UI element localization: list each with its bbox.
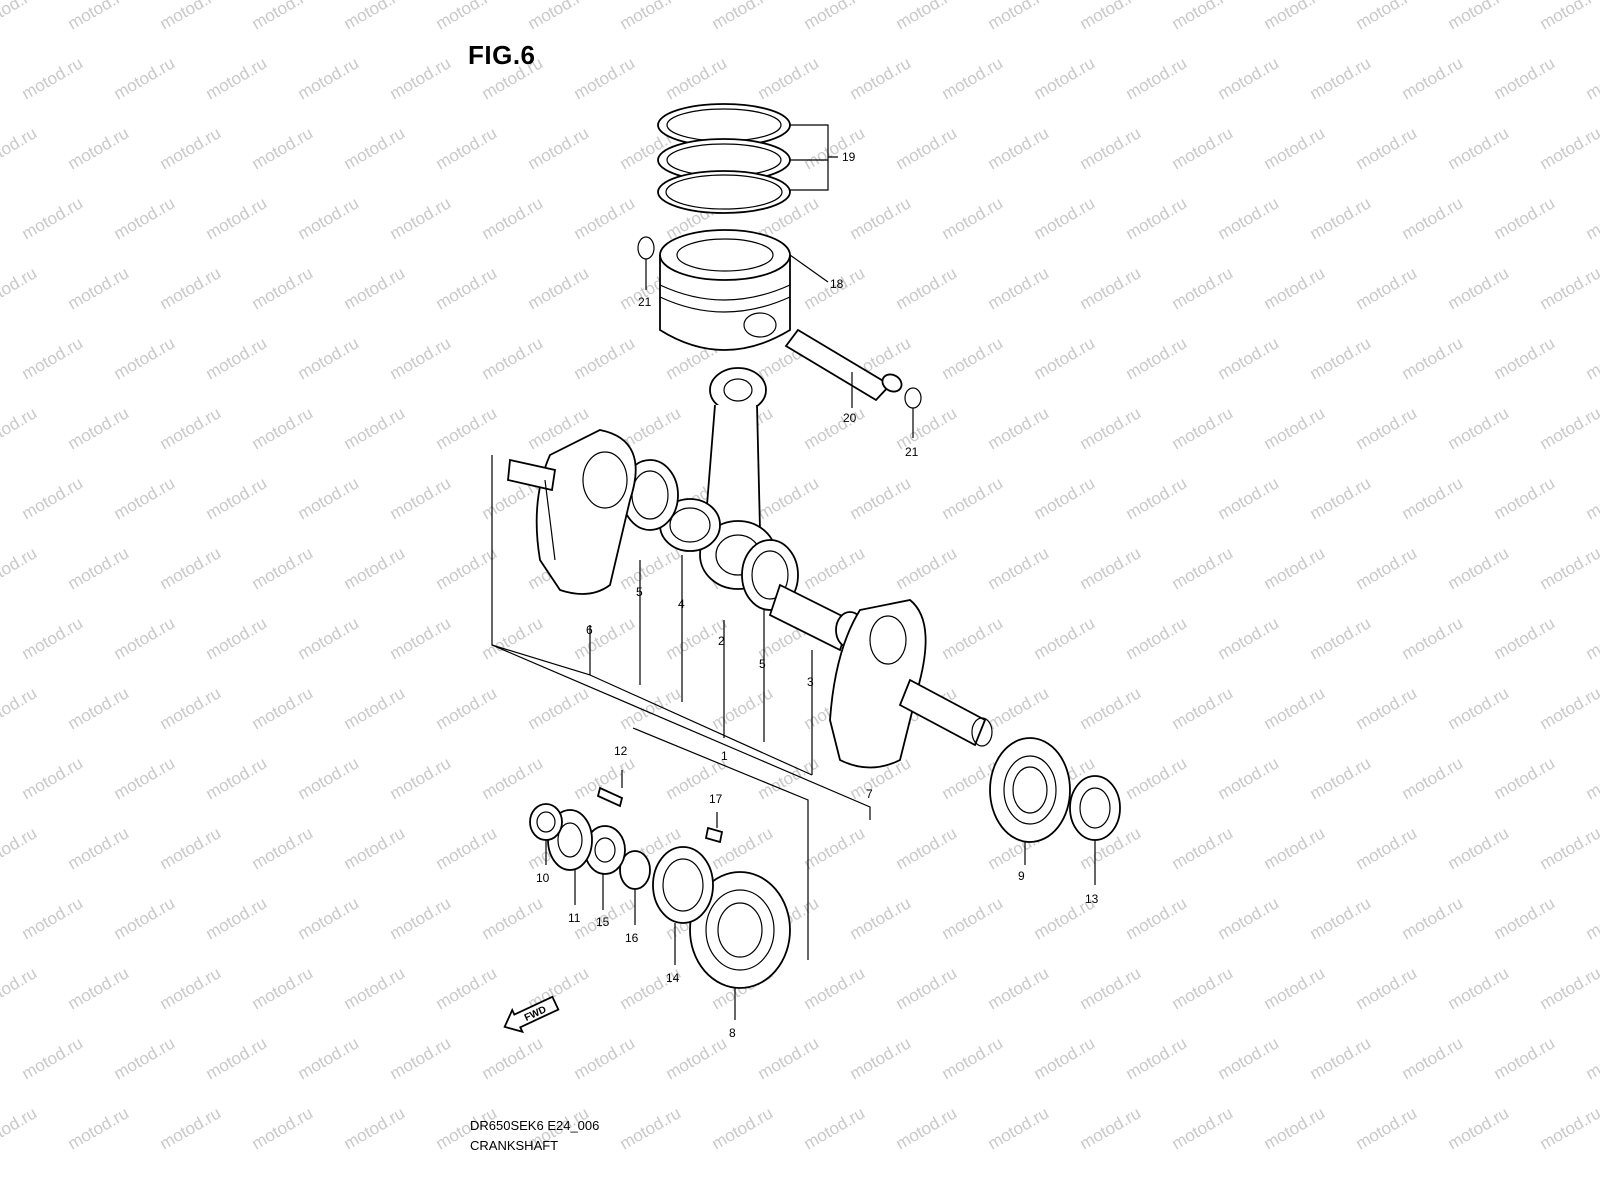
key-illustration [704, 826, 724, 844]
callout-17: 17 [709, 792, 723, 806]
callout-3: 3 [807, 675, 814, 689]
piston-pin-illustration [784, 328, 903, 402]
callout-1: 1 [721, 749, 728, 763]
callout-6: 6 [586, 623, 593, 637]
figure-title: FIG.6 [468, 40, 536, 70]
callout-16: 16 [625, 931, 639, 945]
callout-11: 11 [568, 911, 581, 925]
leader-lines [491, 124, 1096, 1020]
callout-12: 12 [614, 744, 628, 758]
callout-13: 13 [1085, 892, 1099, 906]
callout-21-left: 21 [638, 295, 652, 309]
callout-15: 15 [596, 915, 610, 929]
callout-10: 10 [536, 871, 550, 885]
left-crank-web-illustration [507, 429, 637, 595]
crankshaft-nut-illustration [1069, 775, 1121, 841]
primary-gear-illustration [652, 846, 714, 924]
main-bearing-right-illustration [989, 737, 1071, 843]
main-bearing-left-illustration [689, 871, 791, 989]
callout-9: 9 [1018, 869, 1025, 883]
right-crank-web-illustration [829, 599, 993, 769]
model-code: DR650SEK6 E24_006 [470, 1118, 600, 1133]
callout-5-right: 5 [759, 657, 766, 671]
connecting-rod-illustration [699, 367, 777, 590]
piston-pin-clip-left [637, 236, 655, 260]
callout-20: 20 [843, 411, 857, 425]
piston-pin-clip-right [904, 387, 922, 409]
callout-5-left: 5 [636, 585, 643, 599]
callout-21-right: 21 [905, 445, 919, 459]
callout-14: 14 [666, 971, 680, 985]
callout-19: 19 [842, 150, 856, 164]
forward-direction-arrow-icon: FWD [503, 995, 560, 1034]
screw-illustration [596, 786, 624, 808]
callout-7: 7 [866, 787, 873, 801]
section-name: CRANKSHAFT [470, 1138, 559, 1153]
callout-4: 4 [678, 597, 685, 611]
piston-illustration [659, 229, 791, 351]
callout-2: 2 [718, 634, 725, 648]
piston-rings-illustration [657, 103, 791, 214]
oil-seal-illustration [529, 803, 563, 841]
callout-18: 18 [830, 277, 844, 291]
callout-8: 8 [729, 1026, 736, 1040]
